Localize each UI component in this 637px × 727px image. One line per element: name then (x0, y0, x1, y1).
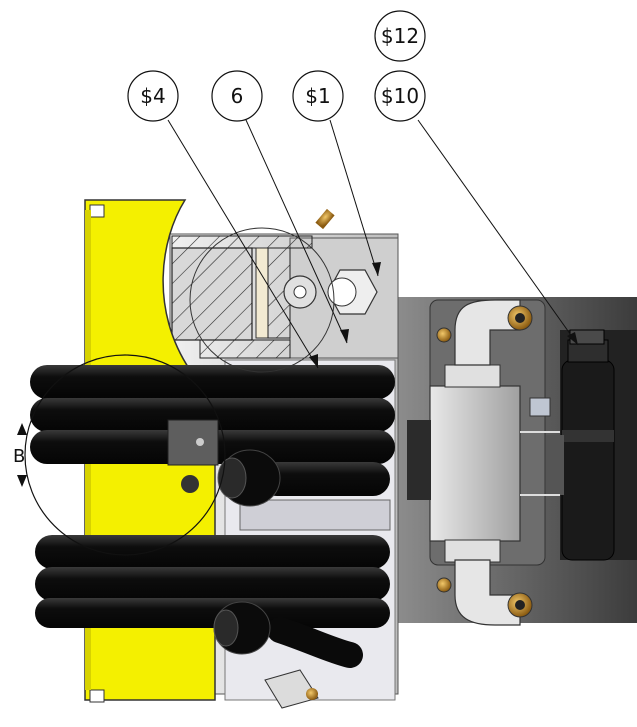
detail-view-circle: B (13, 354, 226, 556)
leader-b1 (329, 119, 379, 277)
hose-connector-upper (167, 419, 281, 507)
detail-view-label: B (13, 446, 25, 467)
balloon-12: $12 (374, 10, 426, 62)
leader-b10 (417, 119, 579, 346)
hex-nut (283, 269, 378, 315)
balloon-10: $10 (374, 70, 426, 122)
balloon-4: $4 (127, 70, 179, 122)
arrowhead-b1 (372, 262, 381, 276)
cylinder (520, 329, 615, 561)
view-arrow-icon (17, 475, 27, 487)
balloon-1: $1 (292, 70, 344, 122)
leader-arrowheads (309, 262, 578, 368)
valve-block (407, 299, 546, 566)
elbow-fitting-top (454, 299, 533, 366)
arrowhead-b4 (309, 354, 318, 368)
arrowhead-b6 (340, 329, 349, 343)
arrowhead-b10 (567, 332, 578, 345)
balloon-12-label: $12 (381, 24, 419, 48)
hose-connector-lower (213, 208, 335, 709)
balloon-4-label: $4 (140, 84, 165, 108)
elbow-fitting-bottom (454, 559, 533, 626)
balloon-6-label: 6 (231, 84, 244, 108)
small-fittings (436, 327, 551, 593)
balloon-10-label: $10 (381, 84, 419, 108)
hose-coil-upper (30, 365, 395, 496)
view-arrow-icon (17, 423, 27, 435)
leader-b4 (167, 119, 319, 369)
hose-coil-lower (35, 535, 390, 668)
leader-b6 (245, 119, 348, 344)
balloon-1-label: $1 (305, 84, 330, 108)
section-circle (189, 227, 335, 373)
leader-lines (167, 119, 579, 369)
balloon-6: 6 (211, 70, 263, 122)
